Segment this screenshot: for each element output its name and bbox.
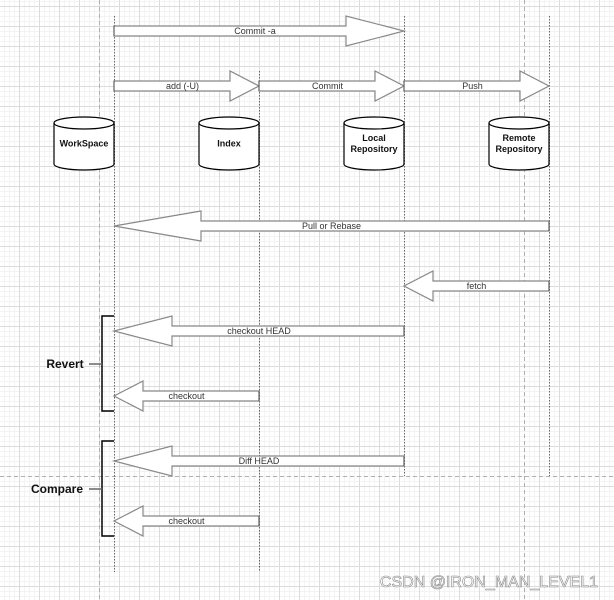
arrow-shape	[113, 210, 550, 242]
bracket	[101, 440, 114, 537]
node-workspace[interactable]: WorkSpace	[53, 116, 115, 171]
arrow-push[interactable]: Push	[403, 70, 551, 102]
arrow-checkout-compare[interactable]: checkout	[112, 505, 260, 537]
arrow-add[interactable]: add (-U)	[113, 70, 261, 102]
arrow-diff-head[interactable]: Diff HEAD	[111, 445, 405, 477]
arrow-label: Push	[462, 81, 483, 91]
node-label: Repository	[350, 144, 397, 154]
arrow-label: checkout HEAD	[227, 326, 291, 336]
lifelines	[114, 16, 550, 572]
group-revert: Revert	[46, 315, 114, 412]
arrow-checkout-head[interactable]: checkout HEAD	[111, 315, 405, 347]
group-compare: Compare	[31, 440, 114, 537]
cylinder-rim	[343, 122, 405, 130]
arrow-commit-a[interactable]: Commit -a	[113, 15, 407, 47]
group-label: Revert	[46, 357, 83, 371]
node-index[interactable]: Index	[198, 116, 260, 171]
arrow-shape	[111, 315, 405, 347]
node-label: Repository	[495, 144, 542, 154]
arrow-label: fetch	[467, 281, 487, 291]
arrow-shape	[113, 70, 261, 102]
arrow-shape	[402, 270, 550, 302]
arrow-label: checkout	[168, 391, 205, 401]
arrow-label: add (-U)	[166, 81, 199, 91]
arrow-label: Commit -a	[234, 26, 276, 36]
cylinder-shape	[488, 116, 550, 171]
arrow-shape	[403, 70, 551, 102]
arrow-shape	[111, 445, 405, 477]
arrow-fetch[interactable]: fetch	[402, 270, 550, 302]
arrow-shape	[112, 505, 260, 537]
arrow-checkout-revert[interactable]: checkout	[112, 380, 260, 412]
node-label: Local	[362, 133, 386, 143]
cylinder-shape	[343, 116, 405, 171]
arrow-pull[interactable]: Pull or Rebase	[113, 210, 550, 242]
node-label: Remote	[502, 133, 535, 143]
cylinder-rim	[488, 122, 550, 130]
cylinder-rim	[53, 122, 115, 130]
cylinder-rim	[198, 122, 260, 130]
arrow-shape	[258, 70, 406, 102]
bracket	[101, 315, 114, 412]
arrow-shape	[113, 15, 407, 47]
arrow-label: checkout	[168, 516, 205, 526]
cylinder-shape	[198, 116, 260, 171]
node-label: Index	[217, 139, 241, 149]
node-label: WorkSpace	[60, 139, 109, 149]
cylinder-shape	[53, 116, 115, 171]
arrow-label: Pull or Rebase	[302, 221, 361, 231]
arrow-label: Commit	[312, 81, 343, 91]
watermark: CSDN @IRON_MAN_LEVEL1	[380, 574, 598, 591]
arrow-commit[interactable]: Commit	[258, 70, 406, 102]
arrow-label: Diff HEAD	[239, 456, 280, 466]
group-label: Compare	[31, 482, 83, 496]
arrow-shape	[112, 380, 260, 412]
